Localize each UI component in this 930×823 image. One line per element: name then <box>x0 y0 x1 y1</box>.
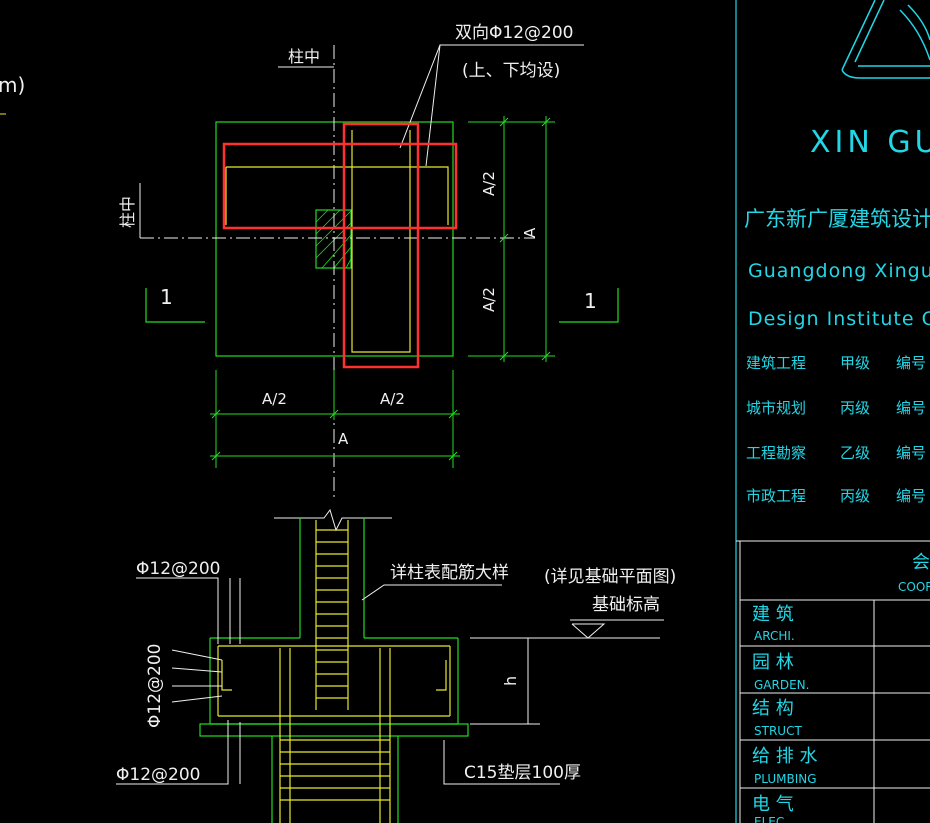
discipline-cn: 给 排 水 <box>752 746 817 767</box>
foundation-elevation-note: 基础标高 <box>592 595 660 615</box>
discipline-en: ELEC <box>754 815 784 823</box>
dim-half-right: A/2 <box>380 390 405 408</box>
qual-field: 城市规划 <box>746 399 806 417</box>
company-logo <box>841 0 930 79</box>
plan-rebar <box>225 130 449 353</box>
column-center-label-top: 柱中 <box>288 47 320 66</box>
rebar-note-line-2: (上、下均设) <box>462 61 560 81</box>
section-rebar <box>217 520 451 823</box>
qual-grade: 乙级 <box>840 444 870 462</box>
coord-header-en: COOR <box>898 580 930 594</box>
qual-field: 工程勘察 <box>746 444 806 462</box>
qual-no: 编号 <box>896 399 926 417</box>
company-en-line-1: Guangdong Xinguan <box>748 260 930 282</box>
company-en-line-2: Design Institute Co. <box>748 308 930 330</box>
rebar-bottom-label: Φ12@200 <box>116 765 200 785</box>
qualification-table: 建筑工程 甲级 编号 城市规划 丙级 编号 工程勘察 乙级 编号 市政工程 丙级… <box>746 354 926 505</box>
qual-grade: 甲级 <box>840 354 870 372</box>
red-highlight-box-horizontal <box>222 142 458 230</box>
column-center-label-left: 柱中 <box>118 196 137 228</box>
coord-header-cn: 会 <box>912 552 930 573</box>
bottom-dimension-lines <box>210 370 460 468</box>
rebar-note-line-1: 双向Φ12@200 <box>455 23 573 43</box>
discipline-cn: 园 林 <box>752 652 794 673</box>
discipline-en: GARDEN. <box>754 678 809 692</box>
discipline-en: ARCHI. <box>754 629 795 643</box>
company-latin-name: XIN GUA <box>810 125 930 160</box>
foundation-plan-ref: (详见基础平面图) <box>544 567 676 587</box>
qual-field: 建筑工程 <box>746 354 806 372</box>
section-mark-right-line <box>559 288 619 323</box>
foundation-plan-view: 柱中 柱中 双向Φ12@200 (上、下均设) A/2 A/2 <box>0 23 619 498</box>
dim-half-left: A/2 <box>262 390 287 408</box>
cushion-layer <box>199 723 469 737</box>
red-highlight-box-vertical <box>342 122 420 369</box>
partial-unit-label: m) <box>0 73 25 97</box>
qual-grade: 丙级 <box>840 399 870 417</box>
qual-grade: 丙级 <box>840 487 870 505</box>
dim-right-full: A <box>521 227 539 238</box>
discipline-cn: 结 构 <box>752 698 794 719</box>
footing-height-label: h <box>501 676 520 686</box>
discipline-en: PLUMBING <box>754 772 817 786</box>
company-cn-name: 广东新广厦建筑设计院有限 <box>744 207 930 231</box>
section-mark-right: 1 <box>584 289 597 313</box>
foundation-section-view: Φ12@200 Φ12@200 Φ12@200 详柱表配筋大样 (详见基础平面图… <box>116 508 676 823</box>
dim-full-bottom: A <box>338 430 349 448</box>
qual-no: 编号 <box>896 487 926 505</box>
qual-field: 市政工程 <box>746 487 806 505</box>
right-dimension-lines <box>468 116 555 362</box>
qual-no: 编号 <box>896 444 926 462</box>
discipline-cn: 建 筑 <box>752 604 794 625</box>
column-detail-note: 详柱表配筋大样 <box>390 563 509 583</box>
dim-right-half-top: A/2 <box>480 171 498 196</box>
dim-right-half-bottom: A/2 <box>480 287 498 312</box>
discipline-cn: 电 气 <box>752 794 794 815</box>
section-mark-left: 1 <box>160 285 173 309</box>
rebar-top-label: Φ12@200 <box>136 559 220 579</box>
title-block: XIN GUA 广东新广厦建筑设计院有限 Guangdong Xinguan D… <box>735 0 930 823</box>
rebar-side-label: Φ12@200 <box>145 644 165 728</box>
qual-no: 编号 <box>896 354 926 372</box>
cushion-note: C15垫层100厚 <box>464 763 581 783</box>
section-mark-left-line <box>145 288 205 323</box>
coordination-table-grid <box>736 540 930 823</box>
discipline-en: STRUCT <box>754 724 802 738</box>
